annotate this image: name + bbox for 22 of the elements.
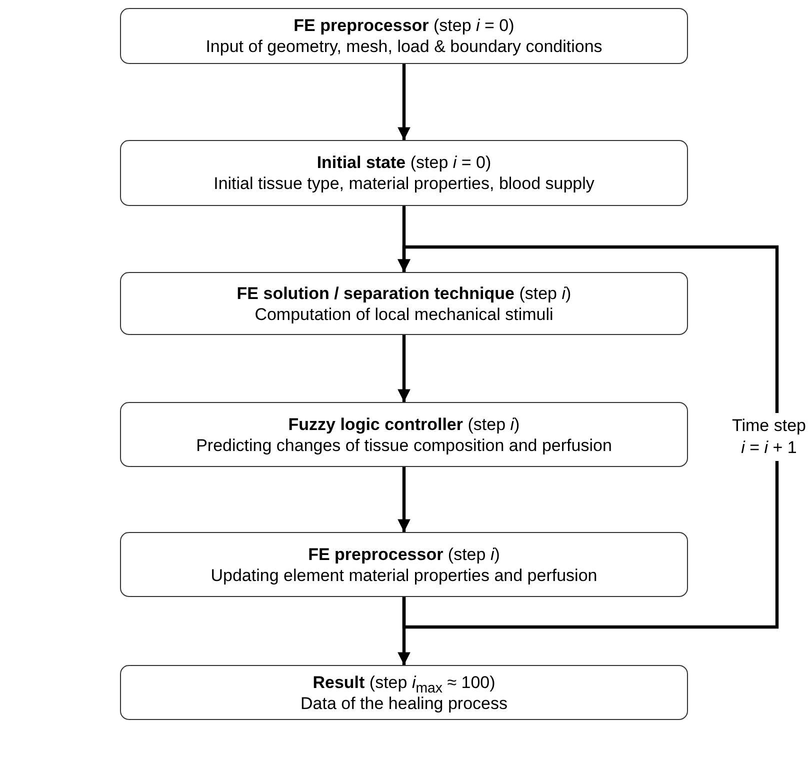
step-heading: FE preprocessor (step i): [308, 544, 500, 564]
step-description: Input of geometry, mesh, load & boundary conditions: [206, 36, 602, 57]
step-description: Predicting changes of tissue composition and perfusion: [196, 434, 612, 456]
step-heading: Result (step i$_{max}$ ≈ 100): [312, 672, 496, 692]
process-box: [120, 8, 688, 64]
step-description: Computation of local mechanical stimuli: [254, 304, 554, 324]
arrow: [398, 64, 410, 140]
arrow: [398, 335, 410, 402]
process-box: [120, 140, 688, 206]
step-description: Data of the healing process: [300, 693, 508, 714]
process-box: [120, 272, 688, 335]
step-heading: Fuzzy logic controller (step i): [288, 414, 520, 434]
step-heading: FE solution / separation technique (step i): [236, 282, 572, 304]
step-description: Initial tissue type, material properties, blood supply: [214, 173, 594, 194]
step-description: Updating element material properties and perfusion: [210, 564, 598, 586]
step-heading: Initial state (step i = 0): [316, 152, 492, 173]
feedback-arrow: [398, 245, 779, 629]
step-heading: FE preprocessor (step i = 0): [294, 15, 514, 36]
process-box: [120, 402, 688, 467]
arrow: [398, 467, 410, 532]
process-box: [120, 665, 688, 720]
process-box: [120, 532, 688, 597]
